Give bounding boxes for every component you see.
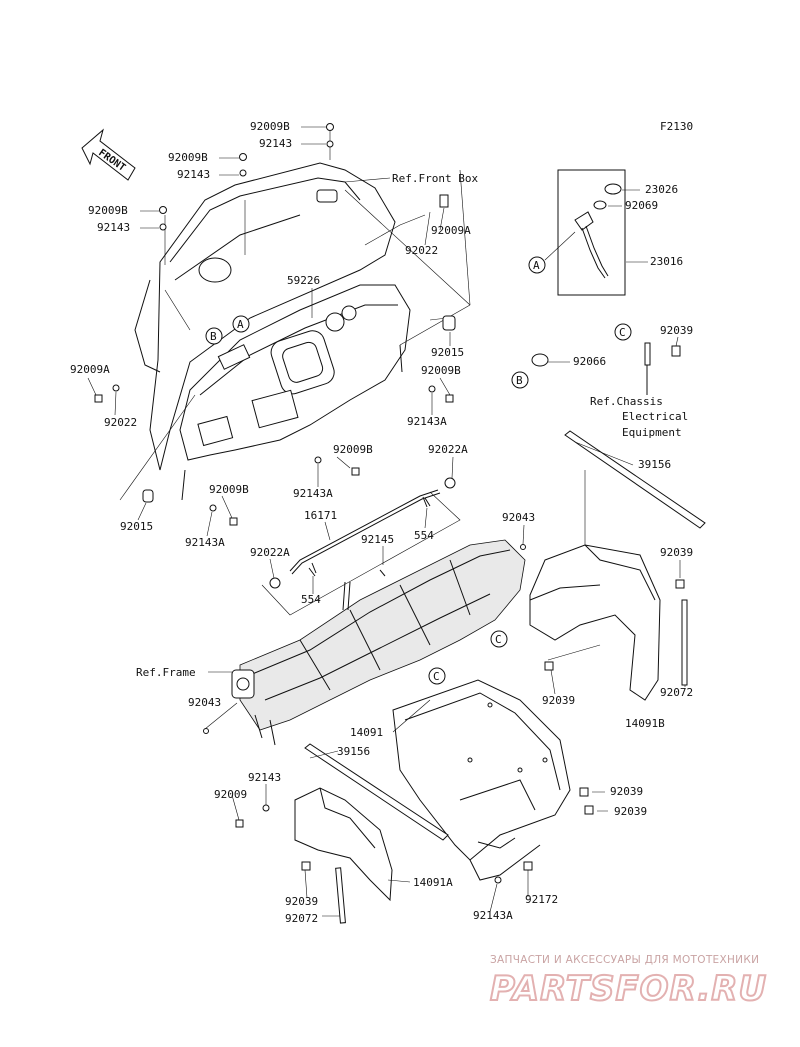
ref-chassis-3: Equipment bbox=[622, 426, 682, 439]
part-label: 92015 bbox=[120, 520, 153, 533]
part-label: 92009 bbox=[214, 788, 247, 801]
callout-c-chassis: C bbox=[619, 326, 626, 339]
part-label: 92039 bbox=[614, 805, 647, 818]
upper-leaders bbox=[119, 130, 471, 501]
part-label: 92143 bbox=[259, 137, 292, 150]
part-label: 39156 bbox=[337, 745, 370, 758]
part-label: 92009B bbox=[333, 443, 373, 456]
part-label: 16171 bbox=[304, 509, 337, 522]
part-label: 92066 bbox=[573, 355, 606, 368]
frame bbox=[231, 539, 526, 746]
upper-fasteners bbox=[94, 123, 456, 526]
part-label: 92143A bbox=[407, 415, 447, 428]
part-label: 554 bbox=[414, 529, 434, 542]
label-leaders bbox=[87, 126, 686, 917]
part-label: 92039 bbox=[660, 546, 693, 559]
part-label: 14091 bbox=[350, 726, 383, 739]
part-label: 92022 bbox=[104, 416, 137, 429]
callout-a-dash: A bbox=[232, 315, 250, 333]
ref-chassis-2: Electrical bbox=[622, 410, 688, 423]
part-label: 14091A bbox=[413, 876, 453, 889]
diagram-code: F2130 bbox=[660, 120, 693, 133]
part-label: 92009B bbox=[421, 364, 461, 377]
part-label: 92143 bbox=[97, 221, 130, 234]
part-label: 23016 bbox=[650, 255, 683, 268]
part-label: 14091B bbox=[625, 717, 665, 730]
part-label: 92072 bbox=[285, 912, 318, 925]
part-label: 92022A bbox=[250, 546, 290, 559]
part-label: 92039 bbox=[660, 324, 693, 337]
part-label: 92143A bbox=[185, 536, 225, 549]
chassis-ref: C bbox=[614, 323, 681, 395]
callout-a-label: A bbox=[237, 318, 244, 331]
ref-frame: Ref.Frame bbox=[136, 666, 196, 679]
part-label: 92015 bbox=[431, 346, 464, 359]
watermark-caption: ЗАПЧАСТИ И АКСЕССУАРЫ ДЛЯ МОТОТЕХНИКИ bbox=[490, 954, 759, 966]
part-label: 92022A bbox=[428, 443, 468, 456]
grommet-92066: B bbox=[511, 353, 549, 389]
strip-39156-upper bbox=[564, 430, 706, 529]
part-label: 554 bbox=[301, 593, 321, 606]
part-label: 92009B bbox=[250, 120, 290, 133]
part-label: 92069 bbox=[625, 199, 658, 212]
callout-b-dash: B bbox=[205, 327, 223, 345]
part-label: 92072 bbox=[660, 686, 693, 699]
side-panel-14091b: C C bbox=[428, 470, 688, 701]
floor-panel-14091 bbox=[392, 679, 571, 881]
part-label: 92143A bbox=[473, 909, 513, 922]
part-labels: 92009B 92143 92009B 92143 92009B 92143 9… bbox=[70, 120, 693, 925]
part-label: 92009B bbox=[168, 151, 208, 164]
part-label: 92043 bbox=[188, 696, 221, 709]
part-label: 39156 bbox=[638, 458, 671, 471]
callout-c-floor: C bbox=[433, 670, 440, 683]
part-label: 92009A bbox=[431, 224, 471, 237]
callout-c-side: C bbox=[495, 633, 502, 646]
part-label: 92022 bbox=[405, 244, 438, 257]
part-label: 92143 bbox=[177, 168, 210, 181]
part-label: 92039 bbox=[610, 785, 643, 798]
part-label: 92039 bbox=[542, 694, 575, 707]
callout-a-inset: A bbox=[533, 259, 540, 272]
dash-panel-outer bbox=[134, 162, 396, 471]
dash-panel-59226 bbox=[179, 284, 411, 501]
part-label: 92172 bbox=[525, 893, 558, 906]
part-label: 92143A bbox=[293, 487, 333, 500]
part-label: 92009A bbox=[70, 363, 110, 376]
inset-cable: A bbox=[528, 169, 626, 296]
side-panel-14091a bbox=[294, 743, 449, 924]
watermark-brand: PARTSFOR.RU bbox=[490, 969, 767, 1009]
ref-front-box: Ref.Front Box bbox=[392, 172, 478, 185]
part-label: 92009B bbox=[88, 204, 128, 217]
lower-fasteners bbox=[203, 497, 685, 884]
front-arrow-icon: FRONT bbox=[81, 128, 136, 181]
part-label: 92043 bbox=[502, 511, 535, 524]
part-label: 92009B bbox=[209, 483, 249, 496]
callout-b-label: B bbox=[210, 330, 217, 343]
part-label: 59226 bbox=[287, 274, 320, 287]
rod-16171 bbox=[261, 477, 461, 616]
ref-chassis-1: Ref.Chassis bbox=[590, 395, 663, 408]
callout-b-grommet: B bbox=[516, 374, 523, 387]
part-label: 92039 bbox=[285, 895, 318, 908]
part-label: 92145 bbox=[361, 533, 394, 546]
part-label: 92143 bbox=[248, 771, 281, 784]
part-label: 23026 bbox=[645, 183, 678, 196]
